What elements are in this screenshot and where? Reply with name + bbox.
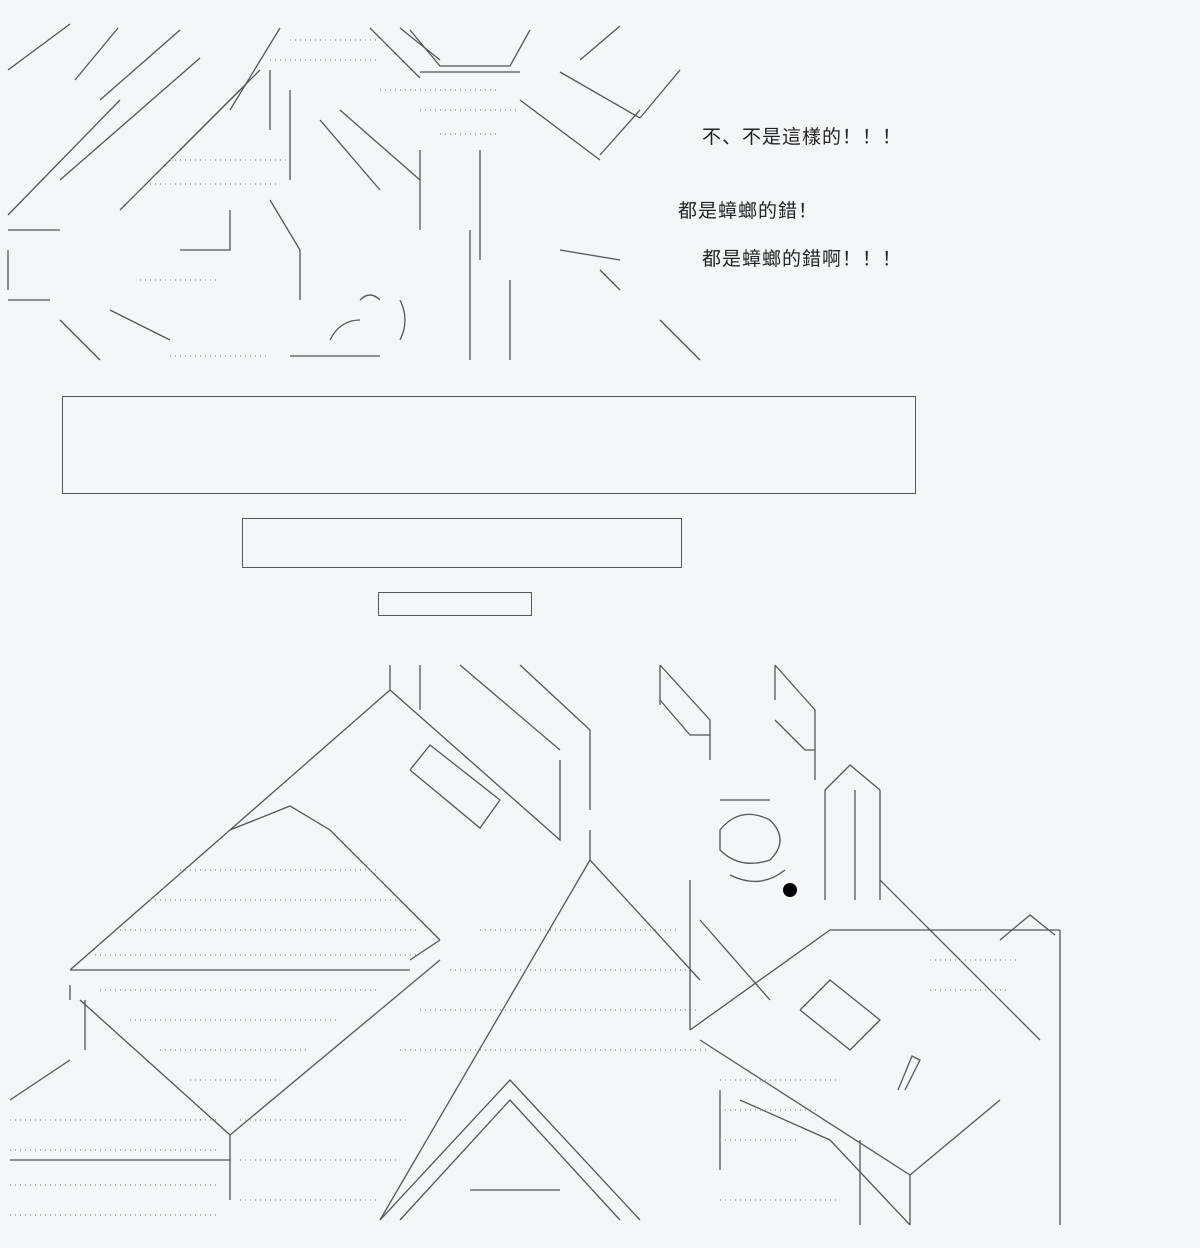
figure-on-roof: [719, 799, 797, 897]
empty-caption-box-large: [62, 396, 916, 494]
center-roof: [9, 830, 710, 1221]
face-features: [7, 70, 701, 361]
empty-caption-box-medium: [242, 518, 682, 568]
front-gable: [379, 1079, 641, 1221]
dialogue-line-2: 都是蟑螂的錯！: [678, 200, 819, 222]
dialogue-line-3: 都是蟑螂的錯啊！！！: [702, 248, 903, 270]
empty-caption-box-small: [378, 592, 532, 616]
face-shading: [140, 39, 520, 357]
right-roof: [659, 664, 1061, 1226]
hair-strands: [7, 23, 681, 216]
dialogue-line-1: 不、不是這樣的！！！: [702, 126, 903, 148]
left-roof: [69, 664, 591, 1200]
